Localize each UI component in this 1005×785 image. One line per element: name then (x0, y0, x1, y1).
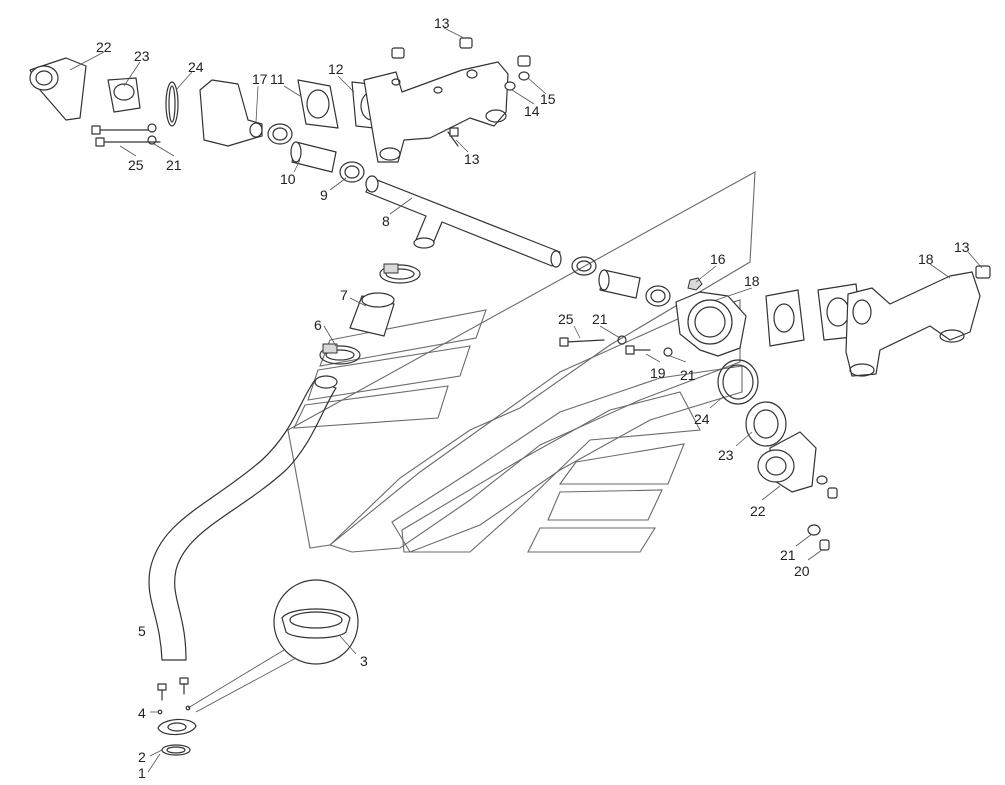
callout-18: 17 (252, 71, 268, 87)
gasket-right-1 (765, 289, 805, 347)
engine-block-outline (287, 171, 756, 553)
flange-2 (157, 718, 197, 736)
callout-3: 3 (360, 653, 368, 669)
callout-20-lower: 20 (794, 563, 810, 579)
callout-5: 5 (138, 623, 146, 639)
hose-clamp-6 (319, 343, 361, 365)
bolt-14 (447, 127, 459, 147)
hose-clamp-9 (339, 161, 365, 183)
callout-16: 15 (540, 91, 556, 107)
callout-19: 18 (918, 251, 934, 267)
callout-10: 10 (280, 171, 296, 187)
callout-21: 21 (166, 157, 182, 173)
callout-13: 13 (434, 15, 450, 31)
thermostat-23-upper (107, 77, 141, 113)
leader-lines (69, 27, 983, 773)
callout-11: 11 (270, 71, 285, 87)
water-manifold-upper (363, 61, 509, 163)
gasket-1 (161, 744, 191, 756)
callout-13-right: 13 (954, 239, 970, 255)
callout-labels: 22 23 24 17 11 12 13 15 14 13 25 21 10 9… (96, 15, 970, 781)
callout-21-lower: 21 (780, 547, 796, 563)
sleeve-right (598, 269, 641, 299)
bolt-20-right (625, 345, 651, 355)
short-hose-7 (349, 292, 395, 337)
thermostat-23-right (745, 401, 787, 447)
seal-ring-24-right (717, 359, 759, 405)
callout-14: 13 (464, 151, 480, 167)
hose-clamp-upper (379, 263, 421, 284)
callout-21-right-2: 21 (680, 367, 696, 383)
washer-21-right-2 (663, 347, 673, 357)
callout-23: 23 (134, 48, 150, 64)
hose-clamp-right (571, 256, 597, 276)
detail-inset-3 (187, 579, 359, 713)
callout-20-right: 19 (650, 365, 666, 381)
callout-6: 6 (314, 317, 322, 333)
plug-13-right (975, 265, 991, 279)
callout-9: 9 (320, 187, 328, 203)
callout-25-right: 25 (558, 311, 574, 327)
washers-21-upper (147, 123, 157, 145)
thermostat-housing-18-right (675, 291, 747, 357)
hose-clamp-right-2 (645, 285, 671, 307)
thermostat-housing-18-upper (199, 79, 263, 147)
callout-18-right: 18 (744, 273, 760, 289)
washer-21-lower-right (807, 524, 821, 536)
callout-23-right: 23 (718, 447, 734, 463)
bolts-25-upper (91, 125, 161, 147)
nut-17 (687, 277, 703, 291)
callout-8: 8 (382, 213, 390, 229)
sleeve-10 (290, 141, 337, 173)
callout-21-right: 21 (592, 311, 608, 327)
bolt-20-lower-right (819, 539, 830, 551)
callout-22: 22 (96, 39, 112, 55)
washer-nut-right (816, 475, 838, 499)
fitting-16 (517, 55, 531, 81)
thermostat-cover-22-upper (29, 57, 87, 121)
callout-15: 14 (524, 103, 540, 119)
tee-pipe-8 (365, 175, 562, 268)
callout-24-right: 24 (694, 411, 710, 427)
plug-13-upper (391, 37, 473, 59)
thermostat-cover-22-right (757, 431, 817, 493)
callout-22-right: 22 (750, 503, 766, 519)
hose-5 (148, 375, 338, 661)
callout-12: 12 (328, 61, 344, 77)
bolts-4 (157, 677, 191, 715)
callout-24: 24 (188, 59, 204, 75)
callout-1: 1 (138, 765, 146, 781)
bolt-25-right (559, 337, 605, 347)
callout-17: 16 (710, 251, 726, 267)
washer-21-right (617, 335, 627, 345)
hose-clamp-18-upper (267, 123, 293, 145)
gasket-11 (297, 79, 339, 129)
water-manifold-19 (845, 271, 981, 377)
seal-ring-24-upper (165, 81, 179, 127)
callout-4: 4 (138, 705, 146, 721)
nut-15 (504, 81, 516, 91)
callout-2: 2 (138, 749, 146, 765)
callout-7: 7 (340, 287, 348, 303)
callout-25: 25 (128, 157, 144, 173)
